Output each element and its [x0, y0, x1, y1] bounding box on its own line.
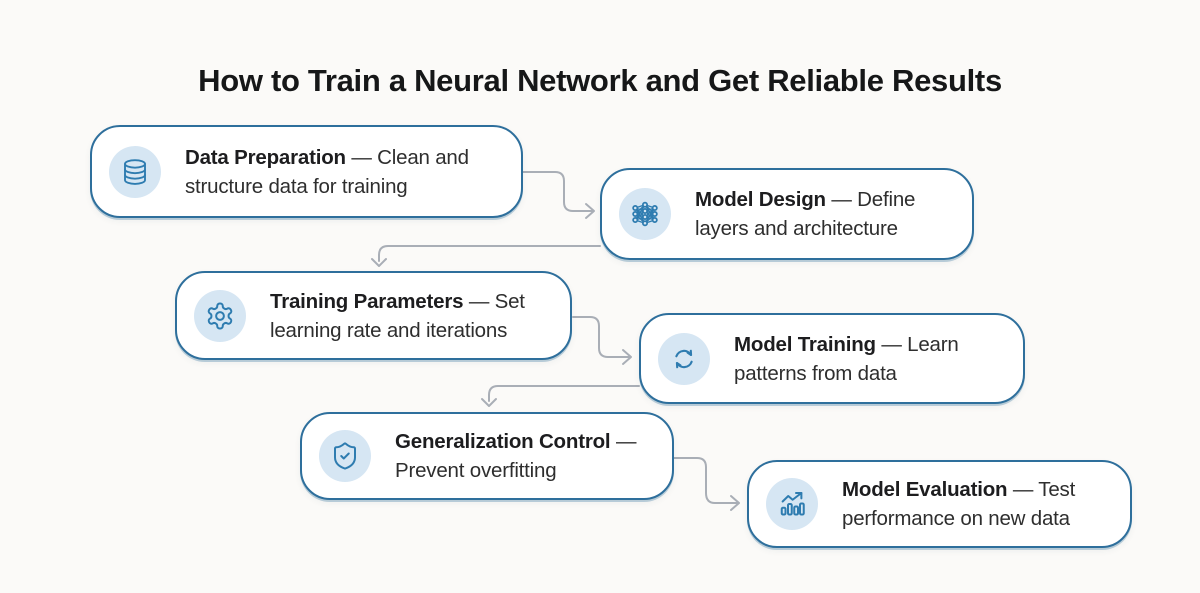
step-desc: — Set learning rate and iterations [270, 289, 525, 342]
step-name: Training Parameters [270, 289, 464, 313]
arrowhead-down-icon [481, 398, 497, 407]
step-training-parameters: Training Parameters — Set learning rate … [175, 271, 572, 360]
step-model-evaluation: Model Evaluation — Test performance on n… [747, 460, 1132, 548]
arrowhead-right-icon [585, 203, 595, 219]
arrowhead-right-icon [730, 495, 740, 511]
arrowhead-right-icon [622, 349, 632, 365]
cycle-arrows-icon [658, 332, 710, 385]
step-generalization-control: Generalization Control — Prevent overfit… [300, 412, 674, 500]
chart-increase-icon [766, 478, 818, 530]
step-desc: — Learn patterns from data [734, 332, 959, 385]
step-desc: — Define layers and architecture [695, 188, 916, 240]
step-name: Generalization Control [395, 430, 611, 453]
step-name: Model Training [734, 332, 876, 356]
step-label: Training Parameters — Set learning rate … [270, 287, 558, 345]
step-desc: — Test performance on new data [842, 478, 1076, 530]
arrowhead-down-icon [371, 258, 387, 267]
step-label: Model Evaluation — Test performance on n… [842, 475, 1118, 533]
step-label: Model Training — Learn patterns from dat… [734, 330, 1011, 388]
step-label: Generalization Control — Prevent overfit… [395, 427, 660, 485]
gear-icon [194, 289, 246, 342]
connector-3-4 [572, 316, 632, 365]
step-name: Model Evaluation [842, 478, 1008, 501]
database-icon [109, 145, 161, 198]
connector-2-3 [371, 245, 601, 267]
shield-check-icon [319, 430, 371, 482]
step-name: Model Design [695, 188, 826, 211]
step-desc: — Clean and structure data for training [185, 145, 469, 198]
step-desc: — Prevent overfitting [395, 430, 637, 482]
connector-4-5 [481, 385, 640, 407]
step-label: Data Preparation — Clean and structure d… [185, 143, 509, 201]
neural-network-icon [619, 188, 671, 240]
step-label: Model Design — Define layers and archite… [695, 185, 960, 243]
step-model-training: Model Training — Learn patterns from dat… [639, 313, 1025, 404]
page-title: How to Train a Neural Network and Get Re… [198, 62, 1002, 98]
step-name: Data Preparation [185, 145, 346, 169]
step-data-preparation: Data Preparation — Clean and structure d… [90, 125, 523, 218]
connector-5-6 [673, 457, 740, 511]
step-model-design: Model Design — Define layers and archite… [600, 168, 974, 260]
connector-1-2 [522, 171, 595, 219]
